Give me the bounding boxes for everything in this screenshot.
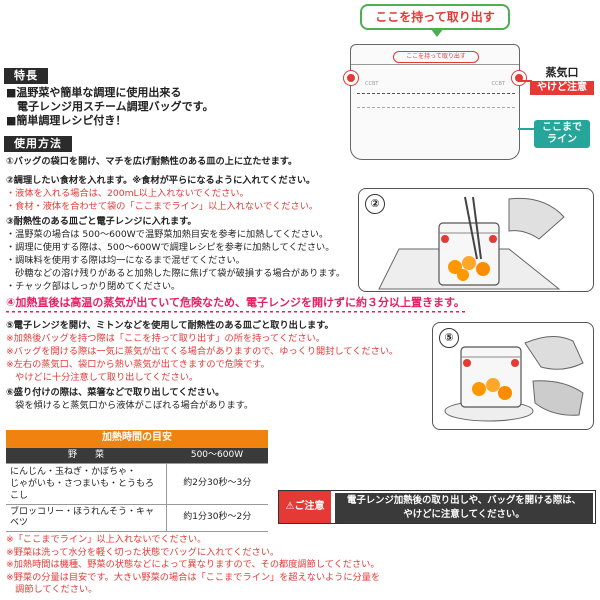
features-line-2: 電子レンジ用スチーム調理バッグです。	[6, 100, 214, 113]
bag-zipper	[351, 45, 519, 65]
caution-tag: ⚠ご注意	[279, 491, 331, 523]
removing-bag-drawing	[444, 336, 584, 422]
bag-grab-label: ここを持って取り出す	[393, 51, 479, 63]
bag-mark-left: CCBT	[365, 81, 379, 87]
fill-line-pointer	[518, 128, 534, 130]
caution-line-1: 電子レンジ加熱後の取り出しや、バッグを開ける際は、	[346, 495, 581, 506]
caution-line-2: やけどに注意してください。	[403, 509, 525, 520]
table-caption: 加熱時間の目安	[6, 430, 268, 448]
features-line-1: ■温野菜や簡単な調理に使用出来る	[6, 86, 182, 99]
steam-vent-callout: 蒸気口 やけど注意	[530, 66, 594, 96]
note-4: ※野菜の分量は目安です。大きい野菜の場合は「ここまでライン」を超えないように分量…	[6, 571, 381, 583]
filling-bag-drawing	[378, 196, 565, 290]
step-5: ⑤電子レンジを開け、ミトンなどを使用して耐熱性のある皿ごと取り出します。	[6, 320, 334, 331]
bag-mark-right: CCBT	[491, 81, 505, 87]
burn-caution-label: やけど注意	[530, 80, 594, 96]
bag-illustration: ここを持って取り出す CCBT CCBT	[344, 44, 526, 160]
heating-time-table: 加熱時間の目安 野 菜 500〜600W にんじん・玉ねぎ・かぼちゃ・ じゃがい…	[6, 430, 268, 533]
features-header: 特長	[4, 68, 48, 84]
step-2-note-2: ・食材・液体を合わせて袋の「ここまでライン」以上入れないでください。	[6, 201, 319, 212]
step-2-note-1: ・液体を入れる場合は、200mL以上入れないでください。	[6, 188, 249, 199]
step-4-warning: ④加熱直後は高温の蒸気が出ていて危険なため、電子レンジを開けずに約３分以上置きま…	[6, 296, 465, 313]
table-cell-vegetables: ブロッコリー・ほうれんそう・キャベツ	[6, 504, 166, 533]
illustration-number-2: ②	[365, 194, 385, 214]
steam-vent-left-icon	[344, 71, 358, 85]
caution-box: ⚠ご注意 電子レンジ加熱後の取り出しや、バッグを開ける際は、 やけどに注意してく…	[278, 490, 596, 524]
grab-here-callout: ここを持って取り出す	[360, 4, 510, 37]
features-line-3: ■簡単調理レシピ付き！	[6, 114, 127, 127]
note-1: ※「ここまでライン」以上入れないでください。	[6, 534, 207, 545]
step-3-a: ・温野菜の場合は 500〜600Wで温野菜加熱目安を参考に加熱してください。	[6, 229, 329, 240]
step-6: ⑥盛り付けの際は、菜箸などで取り出してください。	[6, 387, 225, 398]
step-5-a: ※加熱後バッグを持つ際は「ここを持って取り出す」の所を持ってください。	[6, 333, 325, 344]
table-cell-time: 約1分30秒〜2分	[165, 504, 268, 533]
table-row: にんじん・玉ねぎ・かぼちゃ・ じゃがいも・さつまいも・とうもろこし 約2分30秒…	[6, 463, 268, 505]
note-3: ※加熱時間は機種、野菜の状態などによって異なりますので、その都度調節してください…	[6, 559, 380, 571]
usage-header: 使用方法	[4, 136, 72, 152]
step-5-b: ※バッグを開ける際は一気に蒸気が出てくる場合がありますので、ゆっくり開封してくだ…	[6, 346, 399, 357]
step-3-d: 砂糖などの溶け残りがあると加熱した際に焦げて袋が破損する場合があります。	[6, 268, 346, 279]
table-header-vegetable: 野 菜	[6, 447, 166, 464]
vegetables-line-1: にんじん・玉ねぎ・かぼちゃ・	[10, 466, 137, 477]
note-5: 調節してください。	[6, 584, 98, 596]
caution-text: 電子レンジ加熱後の取り出しや、バッグを開ける際は、 やけどに注意してください。	[335, 493, 593, 523]
bag-gusset-line	[357, 107, 515, 108]
illustration-step-2: ②	[358, 188, 594, 292]
table-cell-vegetables: にんじん・玉ねぎ・かぼちゃ・ じゃがいも・さつまいも・とうもろこし	[6, 463, 166, 505]
step-3-e: ・チャック部はしっかり閉めてください。	[6, 281, 181, 292]
table-row: ブロッコリー・ほうれんそう・キャベツ 約1分30秒〜2分	[6, 504, 268, 533]
steam-vent-label: 蒸気口	[545, 66, 579, 79]
fill-line-dashed	[357, 93, 515, 94]
illustration-step-5: ⑤	[432, 322, 594, 430]
step-2: ②調理したい食材を入れます。※食材が平らになるように入れてください。	[6, 175, 316, 186]
table-cell-time: 約2分30秒〜3分	[165, 463, 268, 505]
note-2: ※野菜は洗って水分を軽く切った状態でバッグに入れてください。	[6, 546, 280, 558]
step-1: ①バッグの袋口を開け、マチを広げ耐熱性のある皿の上に立たせます。	[6, 156, 298, 167]
step-3-c: ・調味料を使用する際は均一になるまで混ぜてください。	[6, 255, 245, 266]
bag-diagram: ここを持って取り出す ここを持って取り出す CCBT CCBT 蒸気口 やけど注…	[330, 0, 600, 180]
notes: ※「ここまでライン」以上入れないでください。 ※野菜は洗って水分を軽く切った状態…	[6, 534, 596, 597]
table-header-watt: 500〜600W	[166, 447, 268, 464]
step-3-b: ・調理に使用する際は、500〜600Wで調理レシピを参考に加熱してください。	[6, 242, 335, 253]
steam-vent-pointer	[518, 80, 532, 82]
vegetables-line-2: じゃがいも・さつまいも・とうもろこし	[10, 478, 155, 501]
step-6-a: 袋を傾けると蒸気口から液体がこぼれる場合があります。	[6, 400, 254, 411]
fill-line-label: ここまで ライン	[534, 120, 590, 148]
step-5-c: ※左右の蒸気口、袋口から熱い蒸気が出てきますので危険です。	[6, 359, 270, 370]
illustration-number-5: ⑤	[439, 328, 459, 348]
step-3: ③耐熱性のある皿ごと電子レンジに入れます。	[6, 216, 197, 227]
steam-vent-right-icon	[512, 71, 526, 85]
step-5-d: やけどに十分注意して取り出してください。	[6, 372, 199, 383]
